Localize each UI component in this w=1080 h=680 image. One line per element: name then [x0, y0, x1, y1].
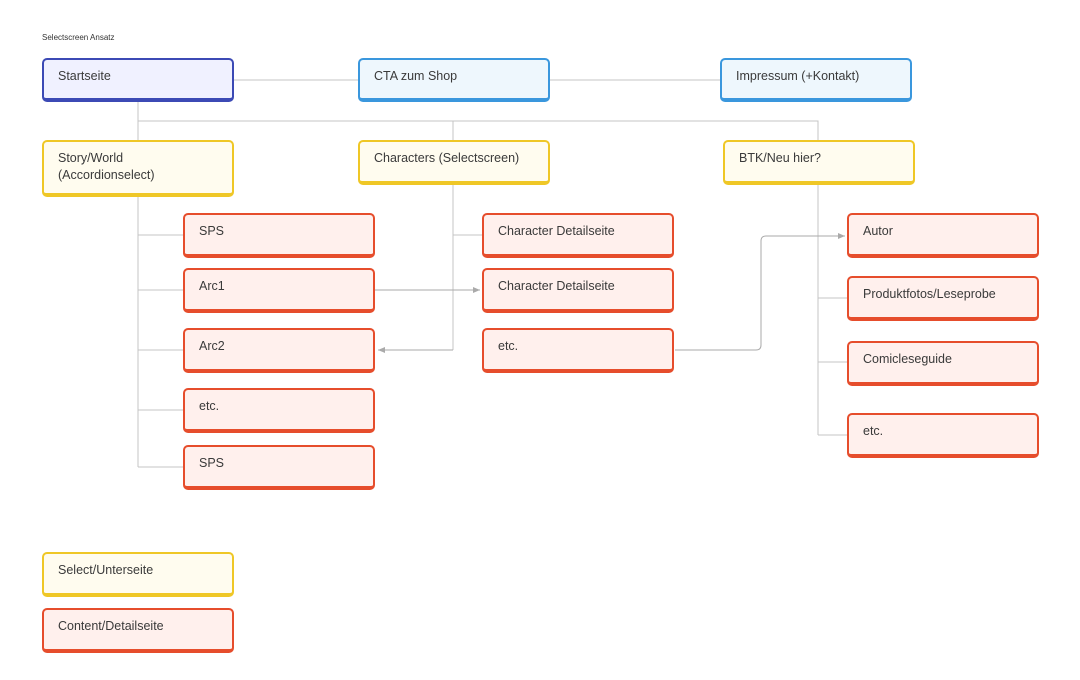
node-character-etc[interactable]: etc. — [482, 328, 674, 373]
node-btk-autor[interactable]: Autor — [847, 213, 1039, 258]
node-btk-comicleseguide[interactable]: Comicleseguide — [847, 341, 1039, 386]
legend-select-unterseite[interactable]: Select/Unterseite — [42, 552, 234, 597]
node-btk[interactable]: BTK/Neu hier? — [723, 140, 915, 185]
arrow-etc-to-autor — [675, 233, 845, 351]
node-story-etc[interactable]: etc. — [183, 388, 375, 433]
node-character-detail-1[interactable]: Character Detailseite — [482, 213, 674, 258]
node-character-detail-2[interactable]: Character Detailseite — [482, 268, 674, 313]
node-story-arc1[interactable]: Arc1 — [183, 268, 375, 313]
node-story-sps[interactable]: SPS — [183, 213, 375, 258]
frame-title: Selectscreen Ansatz — [42, 33, 115, 42]
node-impressum[interactable]: Impressum (+Kontakt) — [720, 58, 912, 102]
node-story-sps-2[interactable]: SPS — [183, 445, 375, 490]
node-story-arc2[interactable]: Arc2 — [183, 328, 375, 373]
node-story-world[interactable]: Story/World (Accordionselect) — [42, 140, 234, 197]
node-btk-etc[interactable]: etc. — [847, 413, 1039, 458]
legend-content-detailseite[interactable]: Content/Detailseite — [42, 608, 234, 653]
node-cta-shop[interactable]: CTA zum Shop — [358, 58, 550, 102]
node-startseite[interactable]: Startseite — [42, 58, 234, 102]
node-characters[interactable]: Characters (Selectscreen) — [358, 140, 550, 185]
node-btk-produktfotos[interactable]: Produktfotos/Leseprobe — [847, 276, 1039, 321]
connector-home-sections — [138, 120, 819, 141]
